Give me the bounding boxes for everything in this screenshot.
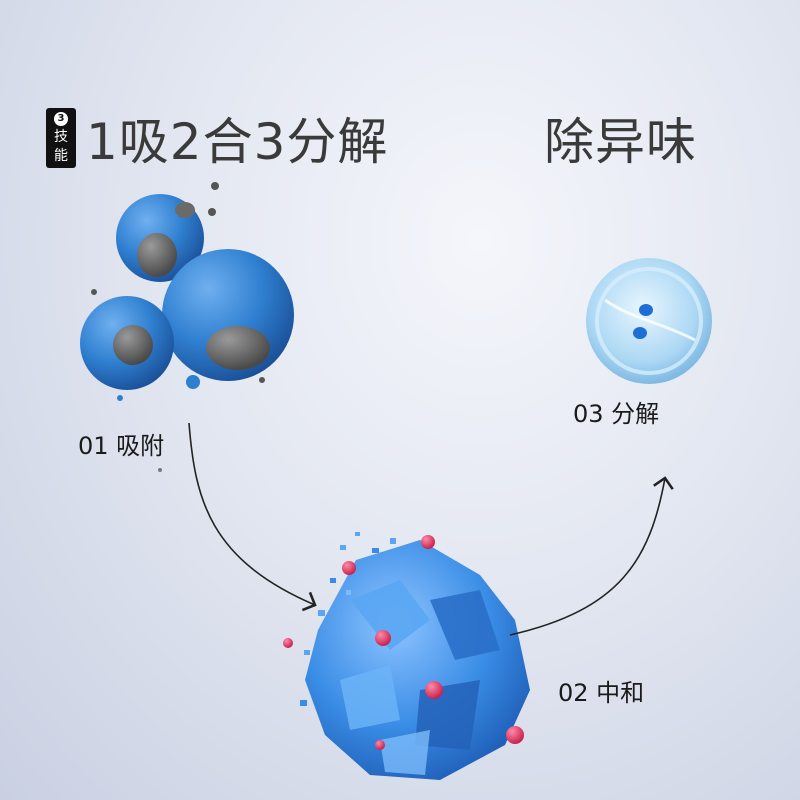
badge-char-2: 能 bbox=[54, 148, 68, 165]
headline-process: 1吸2合3分解 bbox=[86, 113, 389, 171]
decomposition-cell bbox=[586, 258, 712, 384]
adsorption-particles bbox=[80, 182, 294, 472]
step-label-neutralize: 02 中和 bbox=[558, 679, 645, 707]
skill-count-badge: 3 技 能 bbox=[46, 108, 76, 168]
headline-benefit: 除异味 bbox=[544, 113, 697, 171]
step-label-decompose: 03 分解 bbox=[573, 400, 660, 428]
step-label-adsorb: 01 吸附 bbox=[78, 432, 165, 460]
badge-char-1: 技 bbox=[54, 128, 68, 145]
arrow-neutralize-to-decompose bbox=[509, 476, 674, 636]
neutralization-burst bbox=[283, 532, 530, 780]
arrow-adsorb-to-neutralize bbox=[188, 422, 317, 612]
badge-number: 3 bbox=[54, 111, 68, 126]
